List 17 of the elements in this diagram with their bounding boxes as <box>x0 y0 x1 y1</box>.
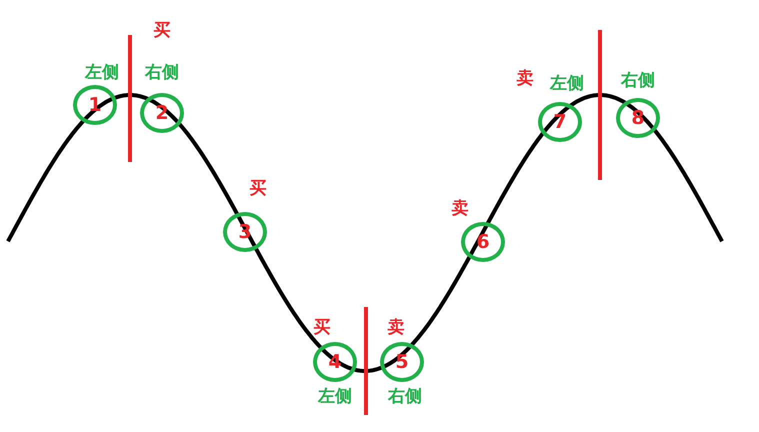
numbered-circle: 8 <box>616 98 660 138</box>
annotation-text: 卖 <box>516 68 534 90</box>
annotation-text: 左侧 <box>85 62 119 84</box>
annotation-text: 左侧 <box>318 386 352 408</box>
annotation-text: 买 <box>250 178 266 200</box>
annotation-text: 卖 <box>388 316 404 338</box>
numbered-circle: 5 <box>380 342 424 382</box>
annotation-text: 买 <box>154 20 170 42</box>
numbered-circle: 6 <box>461 222 505 262</box>
annotation-text: 右侧 <box>388 386 422 408</box>
annotation-text: 卖 <box>452 198 468 220</box>
annotation-text: 右侧 <box>145 62 179 84</box>
numbered-circle: 2 <box>140 93 184 133</box>
numbered-circle: 7 <box>538 102 582 142</box>
annotation-text: 左侧 <box>550 72 584 94</box>
annotation-text: 买 <box>314 316 330 338</box>
annotation-text: 右侧 <box>621 70 655 92</box>
